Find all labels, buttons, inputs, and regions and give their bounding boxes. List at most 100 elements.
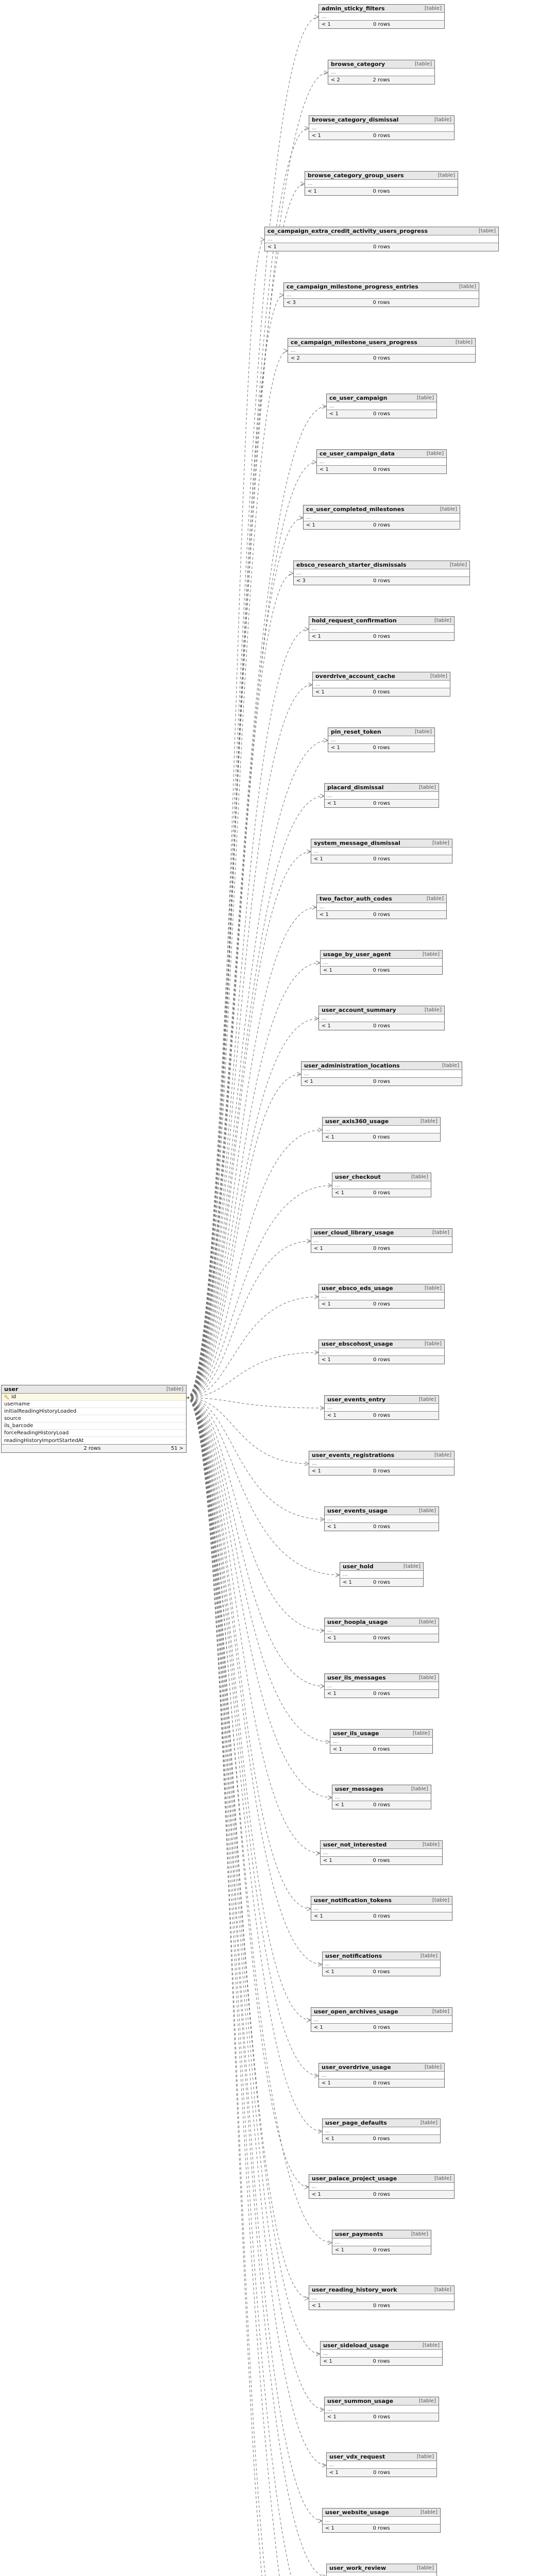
elided-columns-row: ...: [308, 180, 313, 187]
relationship-edge: [186, 128, 309, 1398]
relationship-edge: [186, 1397, 311, 1909]
table-node-browse_category_group_users[interactable]: browse_category_group_users[table]...< 1…: [305, 171, 458, 196]
table-name: browse_category_dismissal: [312, 116, 399, 123]
parent-count: < 1: [335, 1802, 344, 1808]
table-title: user_open_archives_usage[table]: [311, 2008, 452, 2016]
parent-count: < 1: [327, 1690, 337, 1697]
table-node-user_administration_locations[interactable]: user_administration_locations[table]...<…: [301, 1061, 462, 1086]
relationship-edge: [186, 1397, 309, 1464]
elided-columns-row: ...: [325, 2128, 330, 2134]
table-node-ce_user_completed_milestones[interactable]: ce_user_completed_milestones[table]...< …: [303, 505, 460, 530]
table-columns: ...: [323, 2517, 440, 2524]
row-count: 0 rows: [373, 1190, 390, 1196]
table-name: user_events_entry: [327, 1396, 386, 1403]
parent-count: < 1: [312, 633, 321, 639]
table-name: user_palace_project_usage: [312, 2175, 397, 2182]
table-columns: ...: [332, 2239, 431, 2246]
relationship-edge: [186, 1397, 266, 2576]
table-node-ce_campaign_extra_credit_activity_users_progress[interactable]: ce_campaign_extra_credit_activity_users_…: [264, 227, 499, 251]
table-name: ce_user_completed_milestones: [306, 505, 405, 513]
table-type-tag: [table]: [424, 2064, 442, 2070]
parent-count: < 1: [327, 1412, 337, 1418]
table-type-tag: [table]: [424, 1341, 442, 1347]
relationship-edge: [186, 1397, 330, 1742]
table-node-ebsco_research_starter_dismissals[interactable]: ebsco_research_starter_dismissals[table]…: [293, 561, 470, 585]
table-name: user_open_archives_usage: [314, 2008, 398, 2015]
relationship-edge: [186, 907, 316, 1398]
relationship-edge: [186, 1397, 322, 1964]
parent-count: < 1: [335, 1190, 344, 1196]
table-node-ce_campaign_milestone_progress_entries[interactable]: ce_campaign_milestone_progress_entries[t…: [283, 282, 479, 307]
row-count: 0 rows: [373, 21, 390, 27]
table-name: user_summon_usage: [327, 2397, 394, 2404]
table-title: user_work_review[table]: [327, 2564, 436, 2572]
table-title: browse_category_dismissal[table]: [309, 116, 454, 124]
table-name: user_website_usage: [325, 2509, 389, 2516]
table-type-tag: [table]: [420, 1953, 438, 1959]
table-node-ce_campaign_milestone_users_progress[interactable]: ce_campaign_milestone_users_progress[tab…: [288, 338, 476, 363]
row-count: 0 rows: [373, 1690, 390, 1697]
parent-count: < 1: [327, 1635, 337, 1641]
table-columns: ...: [340, 1571, 423, 1578]
table-node-user_work_review[interactable]: user_work_review[table]...< 10 rows: [326, 2564, 437, 2576]
row-count: 0 rows: [373, 2136, 390, 2142]
parent-count: < 1: [322, 1301, 331, 1307]
relationship-edge: [186, 1397, 320, 1853]
table-title: overdrive_account_cache[table]: [313, 672, 450, 681]
table-columns: ...: [325, 792, 439, 799]
table-columns: ...: [301, 1070, 462, 1077]
table-title: user_events_usage[table]: [325, 1507, 439, 1515]
row-count: 0 rows: [373, 1134, 390, 1140]
parent-count: < 1: [325, 1134, 334, 1140]
table-type-tag: [table]: [422, 1841, 440, 1848]
table-name: ce_campaign_milestone_progress_entries: [287, 283, 418, 290]
table-name: user_checkout: [335, 1173, 381, 1180]
table-columns: ...: [305, 180, 458, 187]
